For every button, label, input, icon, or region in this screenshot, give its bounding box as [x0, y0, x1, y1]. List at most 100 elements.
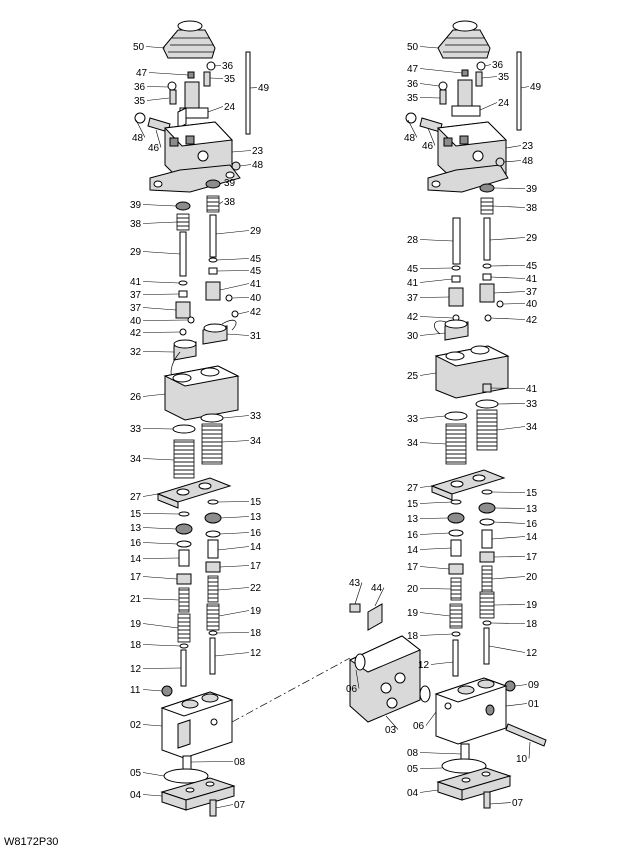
part-label-45: 45	[407, 264, 419, 275]
leader-line-20	[419, 588, 452, 590]
leader-line-05	[142, 772, 165, 777]
part-label-43: 43	[349, 578, 361, 589]
spring-part	[476, 409, 498, 451]
part-label-11: 11	[130, 685, 141, 696]
leader-line-47	[419, 68, 463, 74]
small-pin-part	[461, 69, 469, 77]
spring-part	[480, 197, 494, 215]
nut-part	[438, 81, 448, 91]
washer-part	[475, 399, 499, 409]
leader-line-27	[142, 493, 159, 497]
o-ring-part	[481, 489, 493, 495]
leader-line-25	[419, 372, 437, 376]
right-valve-assembly	[405, 20, 547, 809]
leader-line-49	[249, 87, 258, 89]
leader-line-15	[419, 501, 452, 504]
part-label-15: 15	[130, 509, 142, 520]
leader-line-41	[419, 278, 453, 283]
leader-line-27	[419, 485, 433, 488]
leader-line-28	[419, 239, 454, 242]
part-label-34: 34	[250, 436, 262, 447]
leader-line-39	[219, 182, 224, 185]
part-label-06: 06	[413, 721, 425, 732]
middle-parts	[348, 603, 431, 723]
leader-line-13	[419, 517, 449, 519]
part-label-30: 30	[407, 331, 419, 342]
leader-line-19	[218, 610, 250, 617]
part-label-23: 23	[522, 141, 534, 152]
part-label-10: 10	[516, 754, 528, 765]
part-label-29: 29	[130, 247, 142, 258]
gasket-part	[441, 758, 487, 774]
leader-line-16	[419, 532, 450, 535]
part-label-07: 07	[234, 800, 246, 811]
spring-part	[481, 565, 493, 593]
leader-line-37	[493, 291, 526, 294]
leader-line-13	[142, 527, 177, 530]
part-label-14: 14	[250, 542, 262, 553]
leader-line-18	[142, 644, 181, 647]
leader-line-46	[155, 129, 162, 148]
leader-line-16	[493, 521, 526, 524]
part-label-18: 18	[250, 628, 262, 639]
leader-line-48	[503, 160, 522, 163]
part-label-27: 27	[407, 483, 419, 494]
leader-line-11	[142, 689, 163, 692]
seal-part	[479, 183, 495, 193]
seal-part	[205, 179, 221, 189]
leader-line-12	[142, 667, 182, 669]
part-label-19: 19	[526, 600, 538, 611]
leader-line-30	[419, 332, 446, 336]
part-label-13: 13	[250, 512, 262, 523]
part-label-33: 33	[526, 399, 538, 410]
part-label-42: 42	[130, 328, 142, 339]
bolt-part	[505, 723, 547, 747]
pin-part	[354, 653, 366, 671]
part-label-20: 20	[407, 584, 419, 595]
leader-line-41	[142, 281, 180, 284]
part-label-34: 34	[130, 454, 142, 465]
seal-part	[478, 502, 496, 514]
pin-part	[419, 685, 431, 703]
bolt-part	[209, 799, 217, 817]
leader-line-47	[148, 72, 189, 76]
part-label-09: 09	[528, 680, 540, 691]
part-label-46: 46	[422, 141, 434, 152]
o-ring-part	[451, 631, 461, 637]
spring-part	[201, 423, 223, 465]
leader-line-50	[145, 46, 166, 49]
seat-part	[448, 563, 464, 575]
part-label-41: 41	[130, 277, 142, 288]
spring-part	[479, 591, 495, 619]
part-label-16: 16	[130, 538, 142, 549]
part-label-07: 07	[512, 798, 524, 809]
leader-line-19	[493, 604, 526, 606]
part-label-40: 40	[250, 293, 262, 304]
leader-line-08	[190, 761, 234, 763]
leader-line-06	[355, 669, 360, 689]
pin-part	[209, 214, 217, 258]
seal-part	[175, 523, 193, 535]
part-label-05: 05	[407, 764, 419, 775]
small-pin-part	[187, 71, 195, 79]
leader-line-42	[490, 317, 526, 320]
washer-part	[172, 424, 196, 434]
part-label-45: 45	[526, 261, 538, 272]
part-label-36: 36	[407, 79, 419, 90]
part-label-37: 37	[407, 293, 419, 304]
left-valve-assembly	[134, 20, 251, 817]
part-label-38: 38	[130, 219, 142, 230]
housing-part	[427, 121, 509, 193]
leader-line-39	[493, 187, 526, 189]
leader-line-32	[142, 351, 175, 353]
valve-body-part	[163, 365, 240, 421]
leader-line-33	[419, 415, 446, 419]
part-label-02: 02	[130, 720, 142, 731]
valve-body-part	[434, 345, 510, 399]
leader-line-40	[142, 319, 189, 321]
leader-line-14	[419, 547, 452, 550]
leader-line-03	[385, 715, 399, 730]
stem-part	[483, 627, 490, 665]
part-label-16: 16	[250, 528, 262, 539]
